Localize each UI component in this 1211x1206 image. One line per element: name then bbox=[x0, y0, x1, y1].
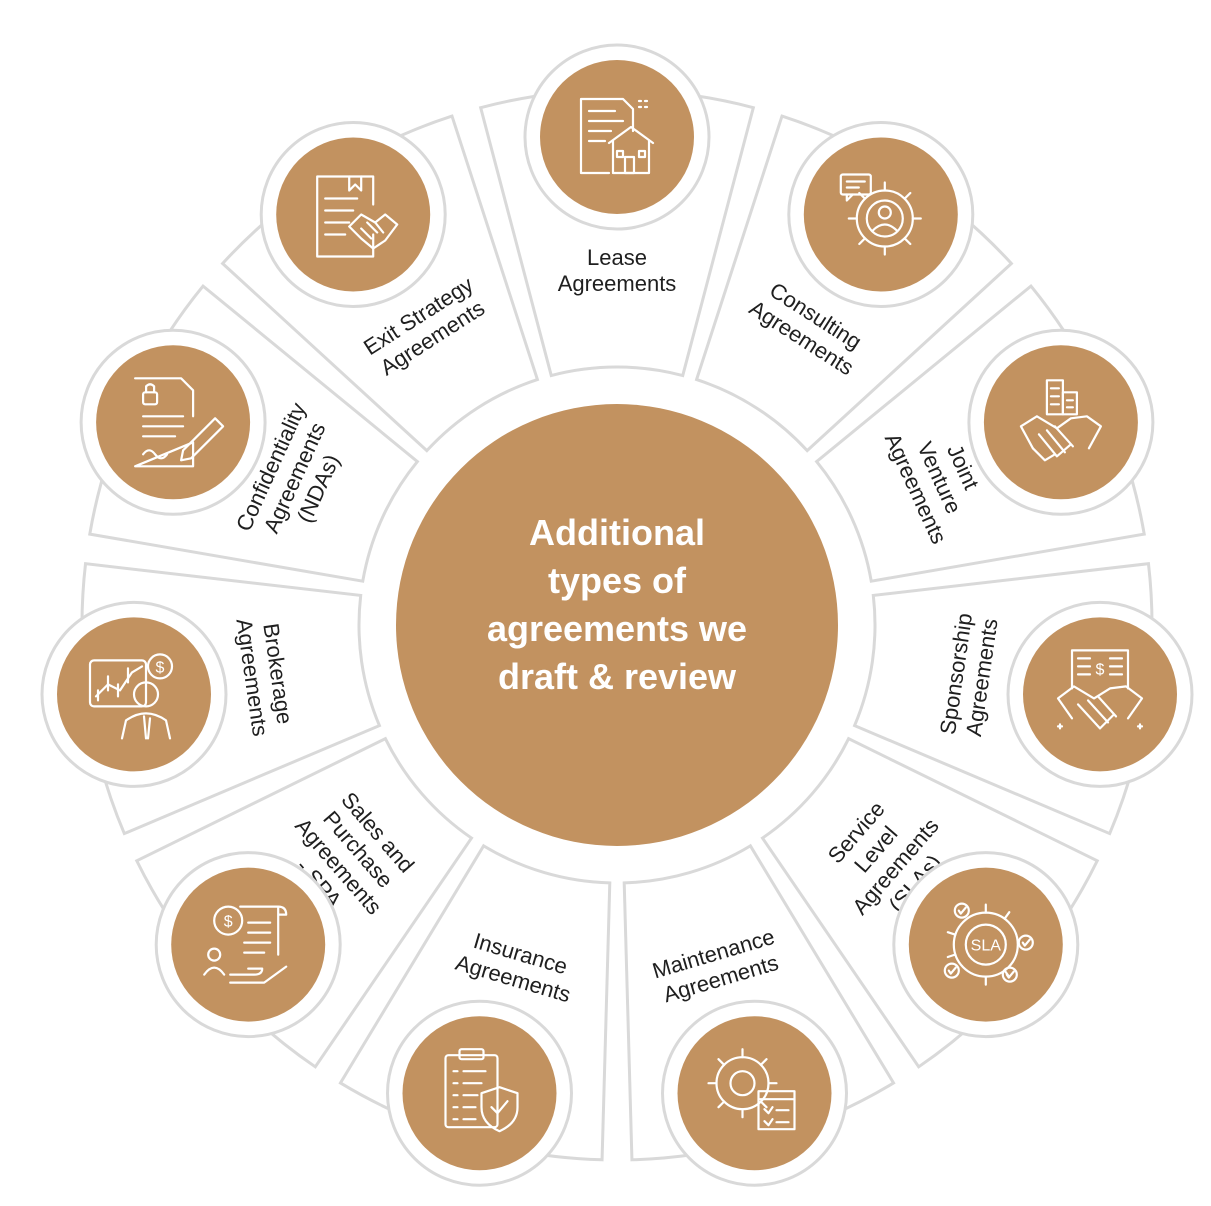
badge-exit-disc bbox=[276, 137, 431, 292]
badge-exit bbox=[259, 121, 447, 308]
badge-spa-disc bbox=[171, 867, 326, 1022]
broker-chart-icon: $ bbox=[88, 653, 174, 740]
gear-checklist-icon bbox=[707, 1048, 796, 1131]
handshake-buildings-icon bbox=[1019, 379, 1103, 462]
badge-nda-disc bbox=[96, 345, 251, 500]
badge-sponsorship: $ bbox=[1006, 600, 1194, 788]
sla-gear-icon: SLA bbox=[943, 902, 1034, 986]
label-lease-line-2: Agreements bbox=[558, 271, 677, 296]
center-title-line-2: types of bbox=[548, 560, 687, 601]
house-document-icon bbox=[579, 97, 655, 175]
money-contract-hand-icon: $ bbox=[203, 905, 288, 984]
center-title-line-3: agreements we bbox=[487, 608, 747, 649]
badge-maintenance-disc bbox=[677, 1016, 832, 1171]
sla-icon-text: SLA bbox=[971, 938, 1002, 955]
badge-sla: SLA bbox=[892, 851, 1080, 1039]
badge-consulting bbox=[787, 121, 975, 308]
label-lease-line-1: Lease bbox=[587, 245, 647, 270]
badge-brokerage: $ bbox=[40, 600, 228, 788]
handshake-invoice-icon: $ bbox=[1056, 649, 1144, 730]
center-title-line-1: Additional bbox=[529, 512, 705, 553]
svg-text:$: $ bbox=[224, 914, 233, 931]
svg-text:$: $ bbox=[156, 659, 165, 676]
badge-consulting-disc bbox=[803, 137, 958, 292]
badge-nda bbox=[79, 328, 267, 516]
badge-spa: $ bbox=[154, 851, 342, 1039]
icon-badges: $ SLA $ $ bbox=[40, 43, 1194, 1187]
badge-maintenance bbox=[661, 999, 848, 1187]
locked-document-pen-icon bbox=[134, 377, 225, 468]
consultant-gear-icon bbox=[839, 173, 922, 256]
badge-lease bbox=[523, 43, 711, 231]
center-circle bbox=[396, 404, 838, 846]
clipboard-shield-icon bbox=[444, 1048, 519, 1133]
badge-joint-venture-disc bbox=[983, 345, 1138, 500]
center-title: Additional types of agreements we draft … bbox=[487, 512, 747, 697]
badge-joint-venture bbox=[967, 328, 1155, 516]
badge-sla-disc bbox=[908, 867, 1063, 1022]
badge-insurance-disc bbox=[402, 1016, 557, 1171]
svg-text:$: $ bbox=[1096, 661, 1105, 678]
center-title-line-4: draft & review bbox=[498, 656, 737, 697]
document-handshake-icon bbox=[316, 175, 399, 258]
badge-insurance bbox=[386, 999, 573, 1187]
